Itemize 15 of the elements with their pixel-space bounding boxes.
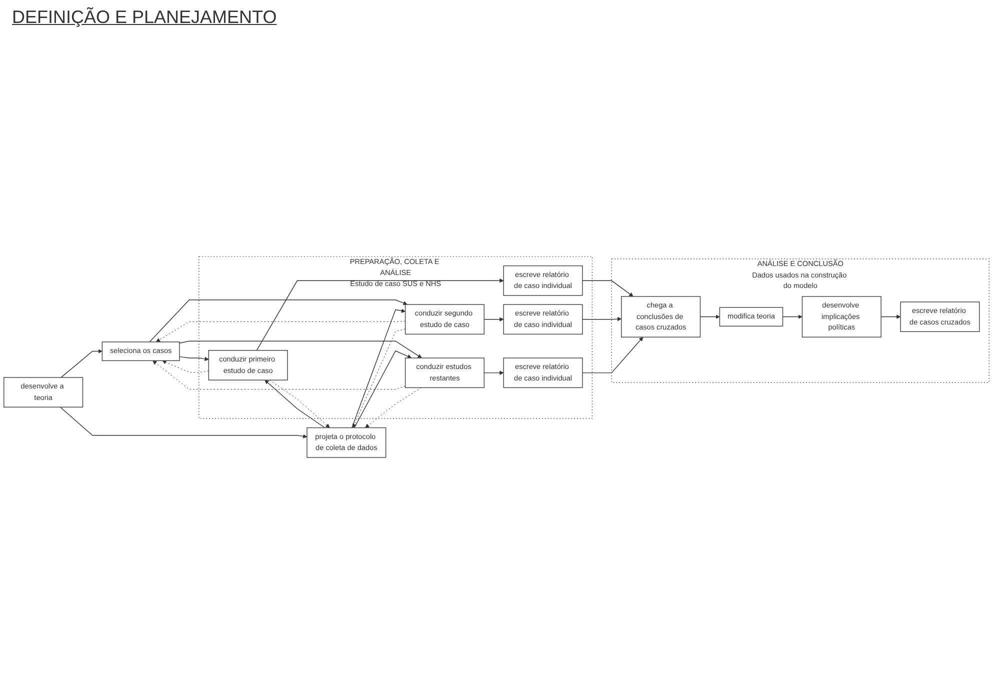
arrow <box>179 356 209 362</box>
arrow <box>179 340 422 358</box>
arrow <box>582 336 644 374</box>
arrow <box>484 317 504 322</box>
arrow <box>582 316 622 322</box>
arrow <box>582 280 634 297</box>
arrow <box>256 278 504 351</box>
arrow <box>782 314 802 319</box>
arrow <box>484 370 504 375</box>
arrow <box>700 314 720 319</box>
phase-heading: DEFINIÇÃO E PLANEJAMENTO <box>12 6 277 28</box>
arrow <box>60 349 102 378</box>
arrow <box>60 406 308 438</box>
arrow <box>354 350 412 428</box>
arrow <box>880 314 901 319</box>
